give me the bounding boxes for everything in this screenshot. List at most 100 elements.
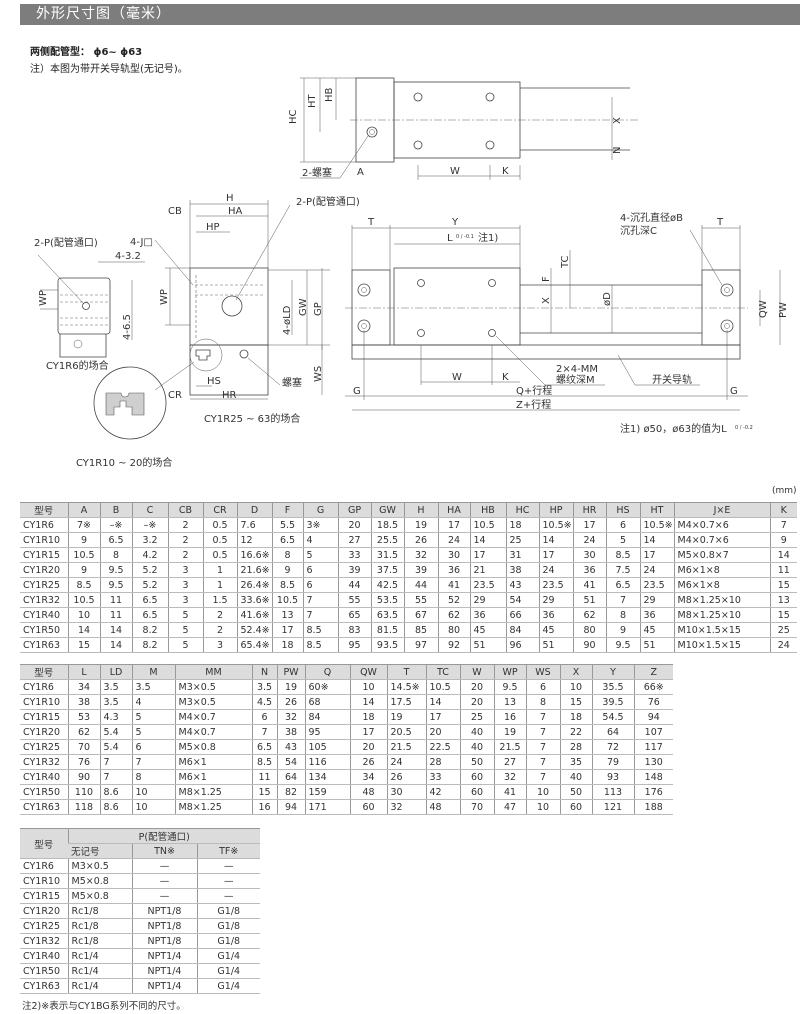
column-header: LD	[99, 664, 132, 680]
value-cell: 176	[633, 784, 673, 800]
value-cell: 6	[302, 577, 338, 593]
caption-cy1r10-20: CY1R10 ~ 20的场合	[76, 456, 172, 469]
model-cell: CY1R20	[20, 903, 68, 919]
column-header: K	[769, 502, 797, 518]
value-cell: 6.5	[271, 532, 303, 548]
value-cell: 65.4※	[236, 637, 272, 653]
label-z-stroke: Z+行程	[516, 398, 551, 411]
value-cell: 3	[202, 637, 237, 653]
model-cell: CY1R63	[20, 799, 68, 815]
label-h: H	[226, 193, 234, 204]
value-cell: 17	[437, 517, 470, 533]
column-header: PW	[276, 664, 305, 680]
value-cell: M3×0.5	[174, 694, 252, 710]
label-y: Y	[451, 217, 459, 228]
value-cell: 7	[525, 739, 560, 755]
column-header: GW	[370, 502, 404, 518]
unit-label: (mm)	[772, 486, 797, 496]
value-cell: 20	[349, 739, 387, 755]
value-cell: 14	[99, 637, 132, 653]
value-cell: 10	[67, 607, 100, 623]
value-cell: 95	[304, 724, 350, 740]
value-cell: 18	[559, 709, 592, 725]
value-cell: 37.5	[370, 562, 404, 578]
value-cell: 34	[67, 679, 100, 695]
value-cell: 45	[538, 622, 573, 638]
value-cell: 41	[493, 784, 526, 800]
model-cell: CY1R25	[20, 918, 68, 934]
value-cell: 24	[386, 754, 426, 770]
value-cell: 40	[459, 739, 494, 755]
value-cell: 18.5	[370, 517, 404, 533]
value-cell: M6×1×8	[673, 577, 770, 593]
model-cell: CY1R6	[20, 858, 68, 874]
value-cell: 55	[403, 592, 438, 608]
label-ha: HA	[228, 206, 243, 217]
value-cell: M8×1.25×10	[673, 592, 770, 608]
model-cell: CY1R10	[20, 532, 68, 548]
value-cell: 40	[559, 769, 592, 785]
value-cell: 27	[337, 532, 371, 548]
value-cell: M8×1.25	[174, 784, 252, 800]
value-cell: 13	[769, 592, 797, 608]
value-cell: 2	[167, 517, 203, 533]
value-cell: 23.5	[469, 577, 506, 593]
value-cell: 38	[276, 724, 305, 740]
value-cell: M4×0.7×6	[673, 532, 770, 548]
value-cell: M3×0.5	[174, 679, 252, 695]
value-cell: 19	[493, 724, 526, 740]
value-cell: 52.4※	[236, 622, 272, 638]
value-cell: 20	[337, 517, 371, 533]
header-model: 型号	[20, 828, 68, 859]
column-header: WP	[493, 664, 526, 680]
value-cell: 44	[337, 577, 371, 593]
column-header: T	[386, 664, 426, 680]
value-cell: 4.2	[131, 547, 168, 563]
value-cell: —	[196, 888, 260, 904]
dimension-drawings: HC HT HB A 2-螺塞 W K X N 2-P(配管通口) 4-3.2 …	[34, 77, 789, 469]
value-cell: M5×0.8	[67, 888, 132, 904]
label-f: F	[541, 276, 552, 282]
value-cell: 80	[437, 622, 470, 638]
value-cell: 7	[302, 607, 338, 623]
value-cell: 14	[639, 532, 674, 548]
value-cell: 53	[67, 709, 100, 725]
value-cell: 7	[302, 592, 338, 608]
value-cell: 65	[337, 607, 371, 623]
value-cell: 4.5	[251, 694, 277, 710]
value-cell: 116	[304, 754, 350, 770]
label-ht: HT	[307, 93, 318, 108]
value-cell: 113	[591, 784, 634, 800]
value-cell: 36	[437, 562, 470, 578]
column-header: 型号	[20, 664, 68, 680]
model-cell: CY1R40	[20, 948, 68, 964]
value-cell: 22.5	[425, 739, 460, 755]
label-w: W	[452, 372, 462, 383]
column-header: HT	[639, 502, 674, 518]
value-cell: 159	[304, 784, 350, 800]
value-cell: 44	[403, 577, 438, 593]
model-cell: CY1R40	[20, 769, 68, 785]
value-cell: 50	[559, 784, 592, 800]
value-cell: Rc1/4	[67, 963, 132, 979]
value-cell: 84	[304, 709, 350, 725]
value-cell: 8	[605, 607, 640, 623]
value-cell: 5	[167, 637, 203, 653]
value-cell: 5	[302, 547, 338, 563]
model-cell: CY1R50	[20, 784, 68, 800]
value-cell: 16	[251, 799, 277, 815]
value-cell: 80	[572, 622, 606, 638]
value-cell: 21.5	[493, 739, 526, 755]
value-cell: 17.5	[386, 694, 426, 710]
column-header: HP	[538, 502, 573, 518]
value-cell: M3×0.5	[67, 858, 132, 874]
value-cell: 90	[67, 769, 100, 785]
column-header: L	[67, 664, 100, 680]
value-cell: M4×0.7	[174, 724, 252, 740]
value-cell: 39.5	[591, 694, 634, 710]
model-cell: CY1R32	[20, 933, 68, 949]
